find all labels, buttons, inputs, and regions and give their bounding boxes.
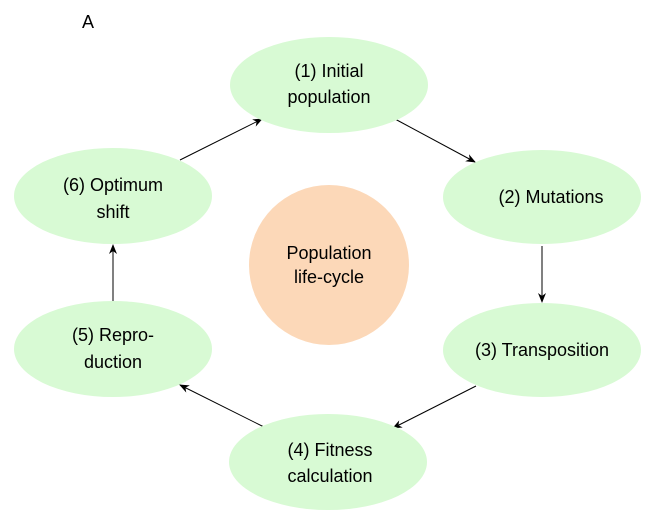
center-circle (249, 185, 409, 345)
node-label-optimum-shift-line-1: (6) Optimum (63, 175, 163, 195)
node-transposition: (3) Transposition (443, 303, 641, 397)
arrow-1-to-2 (394, 118, 476, 163)
center-node: Population life-cycle (249, 185, 409, 345)
node-label-fitness-calculation-line-1: (4) Fitness (287, 440, 372, 460)
node-label-initial-population-line-1: (1) Initial (294, 61, 363, 81)
node-label-reproduction-line-1: (5) Repro- (72, 325, 154, 345)
node-ellipse-mutations (443, 150, 641, 244)
center-label-line-1: Population (286, 243, 371, 263)
node-initial-population: (1) Initial population (230, 37, 428, 133)
center-label-line-2: life-cycle (294, 267, 364, 287)
node-ellipse-fitness-calculation (229, 414, 427, 510)
node-ellipse-initial-population (230, 37, 428, 133)
node-label-mutations-line-1: (2) Mutations (498, 187, 603, 207)
cycle-nodes: (1) Initial population (2) Mutations (3) Tr… (14, 37, 641, 510)
node-mutations: (2) Mutations (443, 150, 641, 244)
arrow-3-to-4 (392, 385, 477, 429)
node-reproduction: (5) Repro-duction (14, 301, 212, 397)
node-label-optimum-shift-line-2: shift (96, 202, 129, 222)
node-label-transposition-line-1: (3) Transposition (475, 340, 609, 360)
node-label-reproduction-line-2: duction (84, 352, 142, 372)
node-label-initial-population-line-2: population (287, 87, 370, 107)
node-ellipse-optimum-shift (14, 148, 212, 244)
panel-label: A (82, 12, 94, 32)
cycle-arrows (109, 118, 546, 429)
node-label-fitness-calculation-line-2: calculation (287, 466, 372, 486)
node-fitness-calculation: (4) Fitness calculation (229, 414, 427, 510)
node-optimum-shift: (6) Optimum shift (14, 148, 212, 244)
node-ellipse-transposition (443, 303, 641, 397)
node-ellipse-reproduction (14, 301, 212, 397)
arrow-4-to-5 (179, 384, 265, 428)
arrow-6-to-1 (179, 118, 263, 161)
